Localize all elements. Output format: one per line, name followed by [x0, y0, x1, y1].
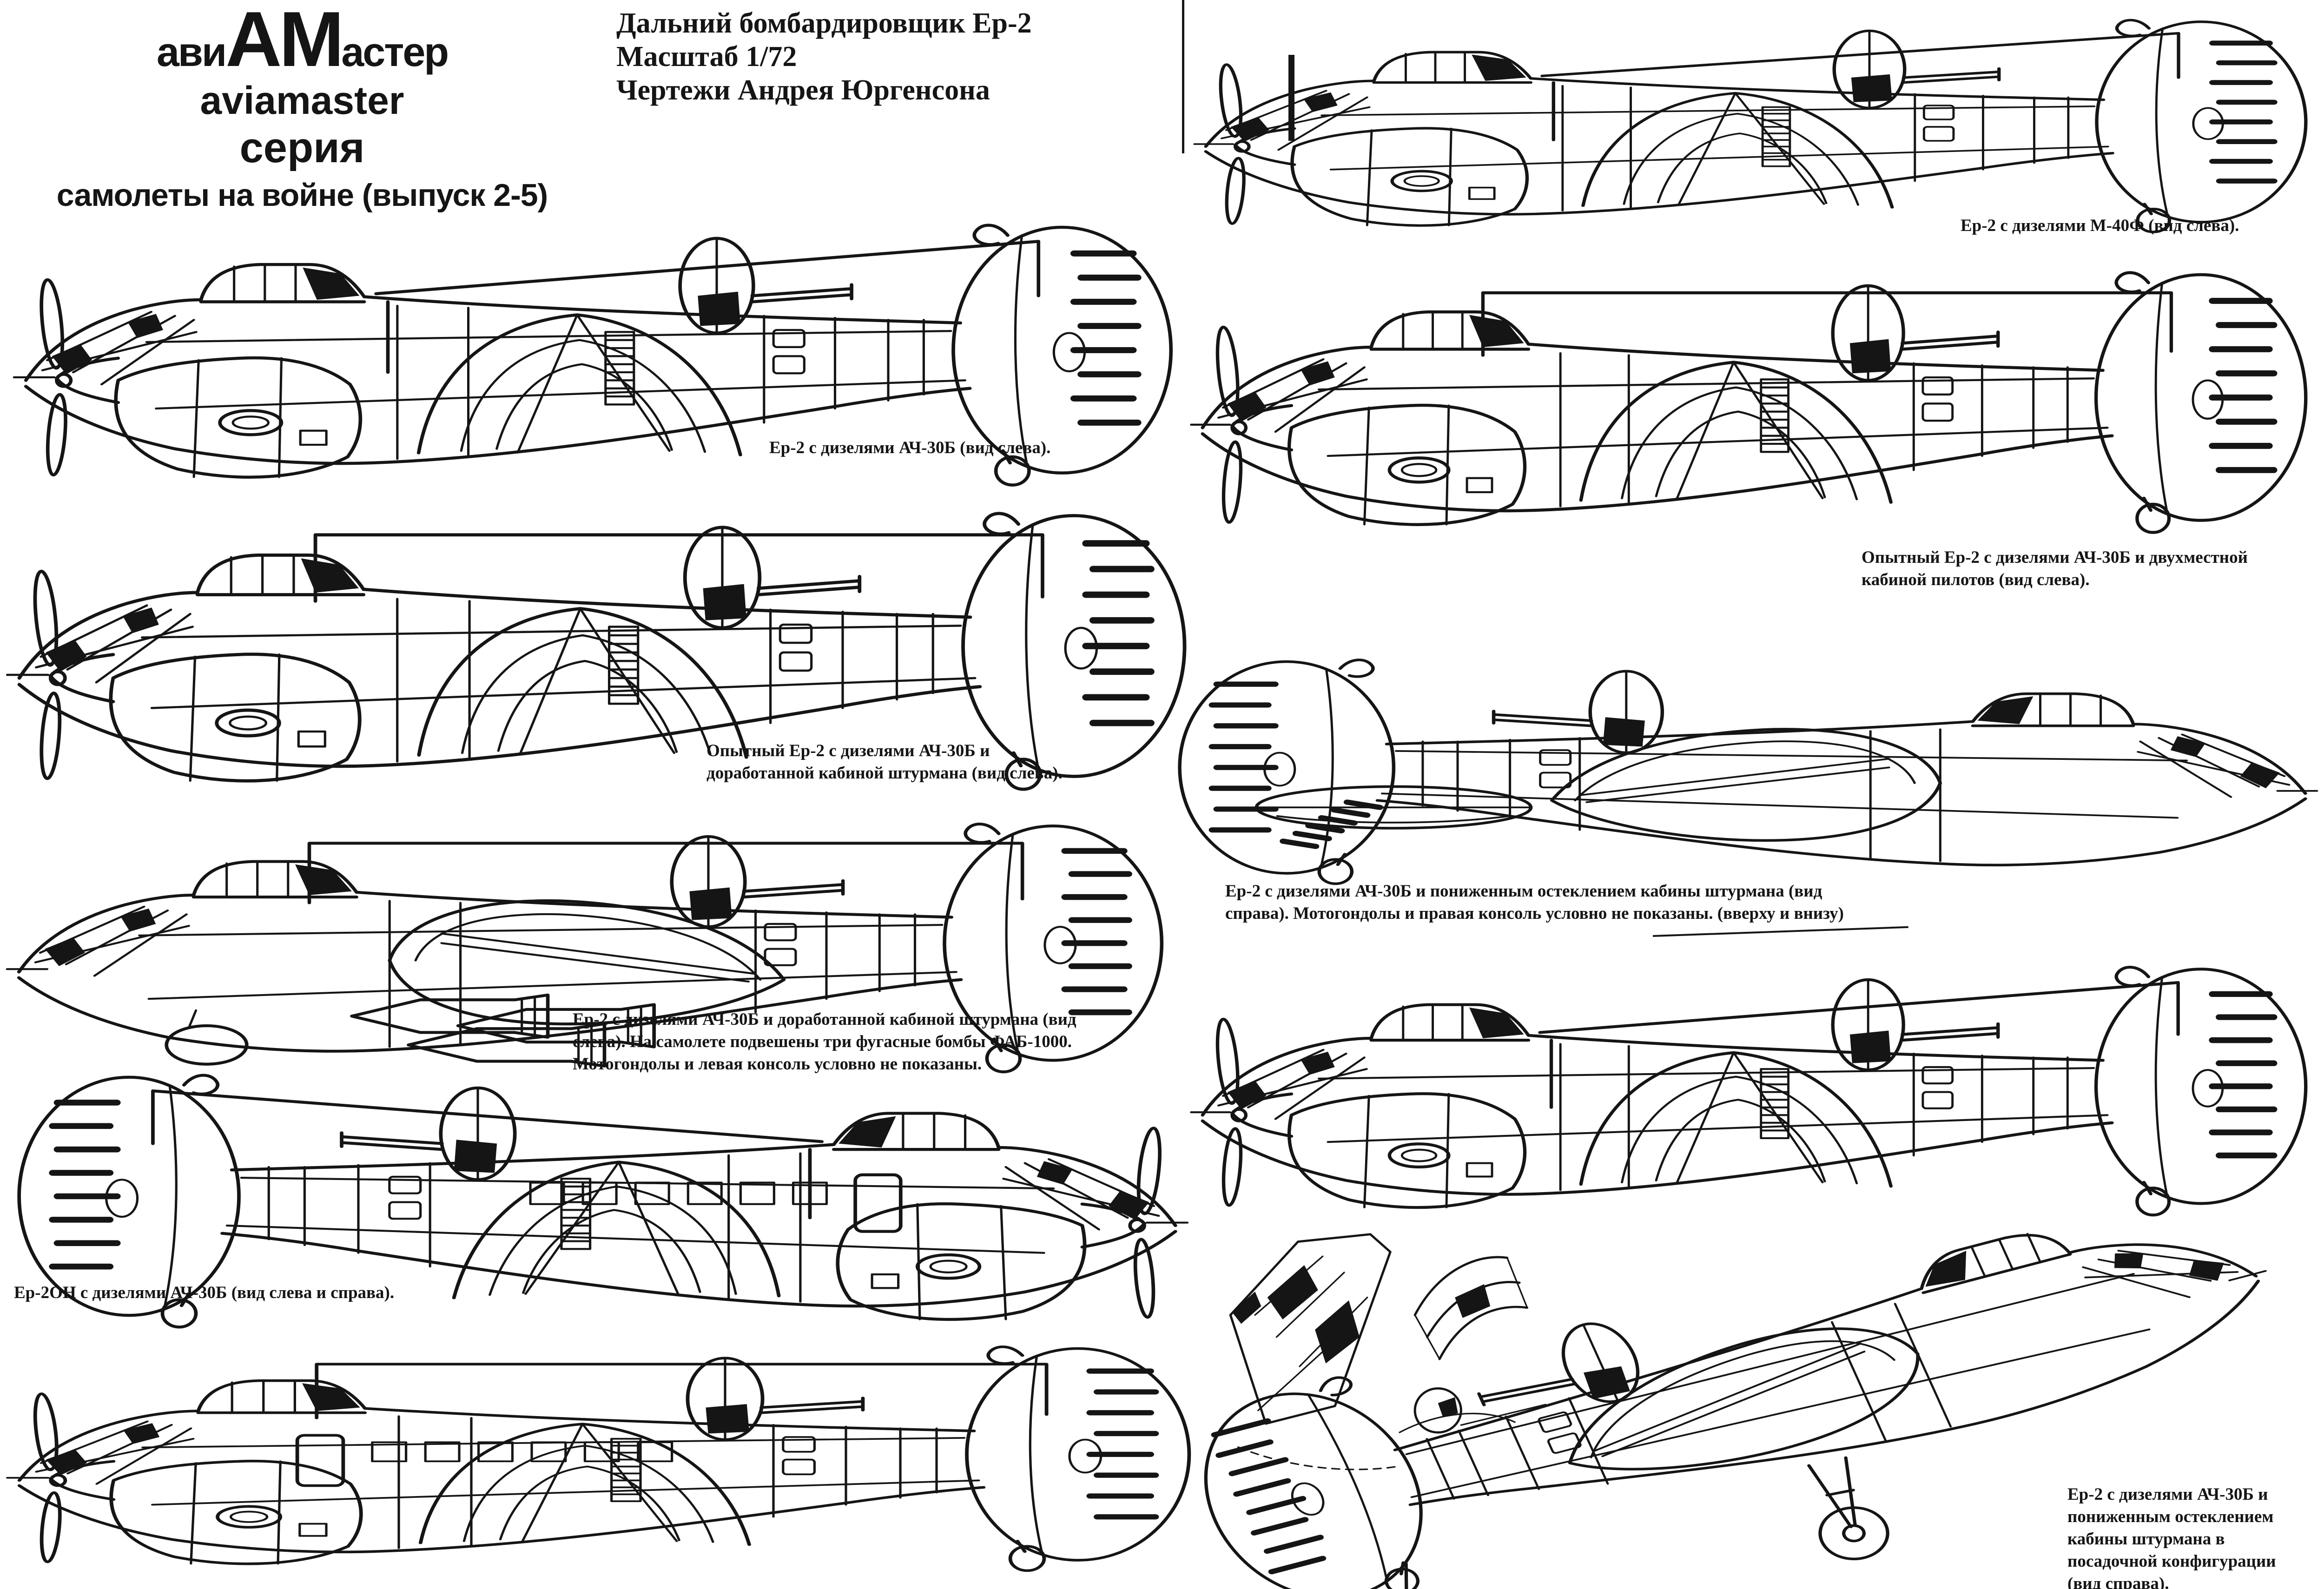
caption-er2-ach30b-left: Ер-2 с дизелями АЧ-30Б (вид слева).: [769, 438, 1051, 457]
caption-er2-lowered-glazing-right: Ер-2 с дизелями АЧ-30Б и пониженным осте…: [1225, 882, 1844, 923]
aircraft-drawing-er2-ach30b-left: [7, 209, 1190, 511]
aircraft-drawing-er2-opytny-navigator-left: [0, 496, 1204, 817]
brand-prefix: ави: [156, 29, 227, 75]
aircraft-drawing-cockpit-detail-fragment: [1184, 1227, 1584, 1506]
caption-er2-fab1000-left: Ер-2 с дизелями АЧ-30Б и доработанной ка…: [573, 1010, 1076, 1074]
aircraft-drawing-er2-m40f-left: [1188, 7, 2324, 253]
aircraft-drawing-er2-lowered-glazing-left: [1184, 952, 2324, 1240]
aircraft-drawing-er2-landing-config-right: [1190, 1233, 2315, 1589]
scan-artifact-vline: [1182, 0, 1184, 153]
brand-am-monogram: АМ: [225, 0, 344, 83]
aircraft-drawing-er2-lowered-glazing-right: [1161, 646, 2324, 906]
aircraft-drawing-er2-opytny-two-seat-left: [1184, 257, 2324, 559]
caption-er2-opytny-two-seat-left: Опытный Ер-2 с дизелями АЧ-30Б и двухмес…: [1862, 548, 2248, 589]
brand-latin-name: aviamaster: [200, 79, 404, 122]
sheet-title: Дальний бомбардировщик Ер-2: [616, 7, 1032, 39]
series-label: серия: [239, 124, 365, 171]
caption-er2on-right: Ер-2ОН с дизелями АЧ-30Б (вид слева и сп…: [14, 1283, 395, 1302]
series-subtitle: самолеты на войне (выпуск 2-5): [56, 178, 548, 213]
aircraft-drawing-er2-fab1000-left: [0, 809, 1181, 1097]
caption-er2-m40f-left: Ер-2 с дизелями М-40Ф (вид слева).: [1961, 216, 2239, 235]
sheet-scale: Масштаб 1/72: [616, 41, 797, 73]
scan-artifact-blotch: [1288, 55, 1294, 141]
brand-suffix: астер: [341, 29, 449, 75]
aircraft-drawing-er2on-right: [0, 1060, 1195, 1352]
aircraft-drawing-er2on-left: [0, 1333, 1208, 1589]
sheet-author: Чертежи Андрея Юргенсона: [616, 74, 990, 106]
sheet-title-block: Дальний бомбардировщик Ер-2 Масштаб 1/72…: [616, 7, 1221, 107]
scan-artifact-scratch: [1653, 926, 1908, 937]
